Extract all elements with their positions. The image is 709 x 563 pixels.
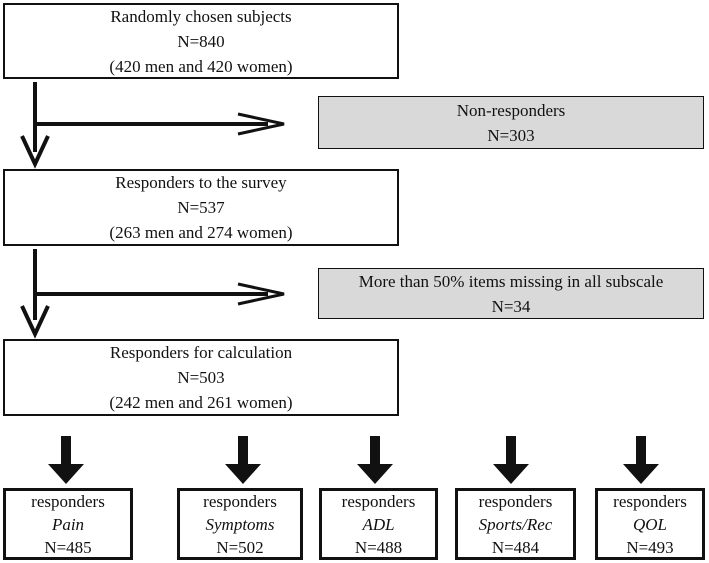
non-responders-box: Non-responders N=303 — [318, 96, 704, 149]
non-responders-n: N=303 — [487, 125, 535, 145]
subscale-box-pain: responders Pain N=485 — [3, 488, 133, 560]
calculation-responders-n: N=503 — [177, 368, 225, 387]
calculation-responders-detail: (242 men and 261 women) — [109, 393, 293, 412]
subscale-label: responders — [31, 491, 105, 511]
subscale-box-adl: responders ADL N=488 — [319, 488, 438, 560]
survey-responders-title: Responders to the survey — [115, 173, 287, 192]
subscale-name: Symptoms — [205, 514, 275, 534]
randomly-chosen-title: Randomly chosen subjects — [110, 6, 292, 26]
non-responders-title: Non-responders — [456, 100, 566, 120]
subscale-n: N=493 — [626, 537, 674, 557]
down-arrow-pain — [48, 436, 84, 484]
calculation-responders-box: Responders for calculation N=503 (242 me… — [3, 339, 399, 416]
subscale-box-sports-rec: responders Sports/Rec N=484 — [455, 488, 576, 560]
subscale-n: N=484 — [491, 537, 540, 557]
branch-arrowhead-1 — [237, 112, 285, 136]
subscale-label: responders — [341, 491, 416, 511]
randomly-chosen-box: Randomly chosen subjects N=840 (420 men … — [3, 3, 399, 79]
items-missing-box: More than 50% items missing in all subsc… — [318, 268, 704, 319]
survey-responders-box: Responders to the survey N=537 (263 men … — [3, 169, 399, 246]
survey-responders-n: N=537 — [177, 198, 225, 217]
branch-arrowhead-2 — [237, 282, 285, 306]
subscale-n: N=502 — [216, 537, 264, 557]
down-arrow-qol — [623, 436, 659, 484]
trunk-arrowhead-1 — [20, 135, 50, 169]
subscale-label: responders — [613, 491, 687, 511]
down-arrow-symptoms — [225, 436, 261, 484]
randomly-chosen-detail: (420 men and 420 women) — [109, 56, 293, 76]
subscale-name: QOL — [632, 514, 667, 534]
randomly-chosen-n: N=840 — [177, 31, 225, 51]
items-missing-title: More than 50% items missing in all subsc… — [358, 271, 664, 291]
down-arrow-sports — [493, 436, 529, 484]
subscale-n: N=488 — [354, 537, 403, 557]
trunk-arrowhead-2 — [20, 305, 50, 339]
down-arrow-adl — [357, 436, 393, 484]
items-missing-n: N=34 — [491, 296, 531, 316]
subscale-n: N=485 — [44, 537, 92, 557]
subscale-box-qol: responders QOL N=493 — [595, 488, 705, 560]
subscale-name: Pain — [51, 514, 85, 534]
survey-responders-detail: (263 men and 274 women) — [109, 223, 293, 242]
subscale-label: responders — [203, 491, 277, 511]
subscale-name: ADL — [362, 514, 395, 534]
subscale-box-symptoms: responders Symptoms N=502 — [177, 488, 303, 560]
subscale-name: Sports/Rec — [478, 514, 553, 534]
subscale-label: responders — [478, 491, 553, 511]
calculation-responders-title: Responders for calculation — [109, 343, 293, 362]
